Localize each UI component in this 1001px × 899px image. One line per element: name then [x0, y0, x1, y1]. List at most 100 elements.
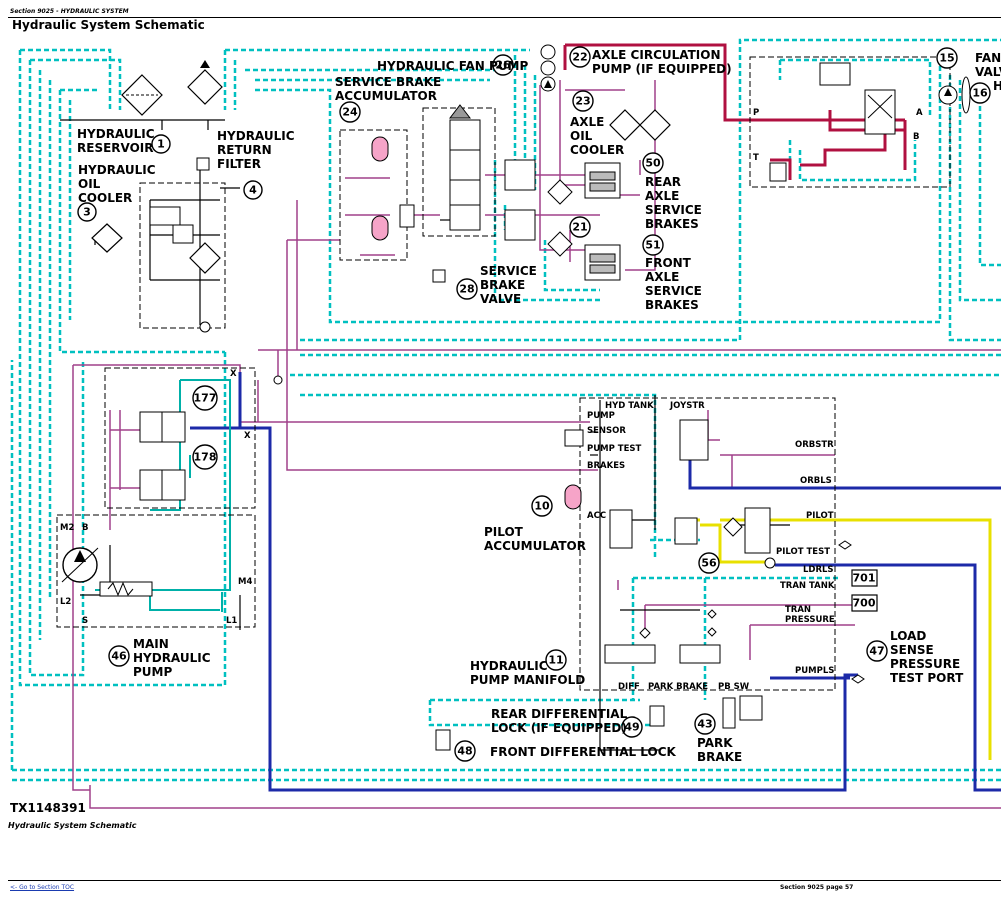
svg-text:22: 22 [572, 51, 587, 64]
component-labels: HYDRAULIC RESERVOIR HYDRAULIC RETURN FIL… [77, 48, 1001, 764]
svg-text:ACCUMULATOR: ACCUMULATOR [335, 89, 437, 103]
svg-text:700: 700 [853, 597, 876, 610]
svg-text:TRAN: TRAN [785, 605, 811, 615]
svg-text:L1: L1 [226, 616, 237, 626]
svg-text:4: 4 [249, 184, 257, 197]
callout-28: 28 [456, 278, 478, 300]
svg-text:TEST PORT: TEST PORT [890, 671, 964, 685]
callout-10: 10 [531, 495, 553, 517]
svg-text:LOCK (IF EQUIPPED): LOCK (IF EQUIPPED) [491, 721, 627, 735]
svg-text:RETURN: RETURN [217, 143, 272, 157]
page-number: Section 9025 page 57 [780, 884, 854, 891]
footer-rule [8, 880, 1001, 881]
svg-text:ACC: ACC [587, 511, 606, 521]
svg-text:RESERVOIR: RESERVOIR [77, 141, 154, 155]
svg-text:56: 56 [701, 557, 717, 570]
svg-text:AXLE: AXLE [645, 189, 679, 203]
svg-text:FRONT: FRONT [645, 256, 692, 270]
callout-177: 177 [192, 385, 218, 411]
svg-text:BRAKES: BRAKES [645, 298, 699, 312]
callout-49: 49 [621, 716, 643, 738]
callout-23: 23 [572, 90, 594, 112]
svg-text:VALVE: VALVE [480, 292, 521, 306]
svg-text:H: H [993, 79, 1001, 93]
figure-id: TX1148391 [10, 801, 86, 815]
callout-11: 11 [545, 649, 567, 671]
svg-text:SENSOR: SENSOR [587, 426, 626, 436]
svg-text:51: 51 [645, 239, 660, 252]
svg-text:PRESSURE: PRESSURE [785, 615, 835, 625]
svg-text:PUMP MANIFOLD: PUMP MANIFOLD [470, 673, 585, 687]
svg-text:HYDRAULIC: HYDRAULIC [133, 651, 211, 665]
svg-text:PUMPLS: PUMPLS [795, 666, 834, 676]
svg-text:PUMP (IF EQUIPPED): PUMP (IF EQUIPPED) [592, 62, 732, 76]
callout-15: 15 [936, 47, 958, 69]
svg-text:3: 3 [83, 206, 91, 219]
header-rule [8, 17, 1001, 18]
section-toc-link[interactable]: <- Go to Section TOC [10, 884, 75, 891]
svg-text:49: 49 [624, 721, 639, 734]
callouts: 1 3 4 10 11 15 16 21 22 23 24 26 28 43 4… [77, 46, 991, 762]
callout-43: 43 [694, 713, 716, 735]
svg-text:178: 178 [194, 451, 217, 464]
port-labels: HYD TANK PUMP SENSOR PUMP TEST BRAKES AC… [60, 108, 923, 692]
svg-text:16: 16 [972, 87, 988, 100]
callout-46: 46 [108, 645, 130, 667]
svg-text:T: T [753, 153, 759, 163]
svg-text:HYDRAULIC FAN PUMP: HYDRAULIC FAN PUMP [377, 59, 529, 73]
svg-text:BRAKE: BRAKE [480, 278, 525, 292]
svg-text:SENSE: SENSE [890, 643, 934, 657]
svg-text:DIFF: DIFF [618, 682, 640, 692]
svg-text:21: 21 [572, 221, 587, 234]
svg-text:177: 177 [194, 392, 217, 405]
svg-text:HYDRAULIC: HYDRAULIC [470, 659, 548, 673]
svg-text:ORBSTR: ORBSTR [795, 440, 834, 450]
svg-text:LDRLS: LDRLS [803, 565, 834, 575]
svg-text:ACCUMULATOR: ACCUMULATOR [484, 539, 586, 553]
svg-text:M2: M2 [60, 523, 74, 533]
svg-text:AXLE: AXLE [645, 270, 679, 284]
svg-text:BRAKES: BRAKES [645, 217, 699, 231]
svg-text:43: 43 [697, 718, 712, 731]
svg-text:PUMP TEST: PUMP TEST [587, 444, 642, 454]
svg-text:PILOT: PILOT [484, 525, 524, 539]
svg-text:11: 11 [548, 654, 563, 667]
svg-text:X: X [244, 431, 251, 441]
svg-text:X: X [230, 369, 237, 379]
svg-text:FRONT DIFFERENTIAL LOCK: FRONT DIFFERENTIAL LOCK [490, 745, 677, 759]
callout-21: 21 [569, 216, 591, 238]
page-title: Hydraulic System Schematic [12, 18, 205, 32]
svg-text:VALV: VALV [975, 65, 1001, 79]
callout-22: 22 [569, 46, 591, 68]
svg-text:JOYSTR: JOYSTR [669, 401, 705, 411]
svg-text:SERVICE: SERVICE [480, 264, 537, 278]
component-symbols [61, 44, 971, 751]
callout-1: 1 [151, 134, 171, 154]
svg-text:PARK: PARK [697, 736, 733, 750]
svg-text:OIL: OIL [570, 129, 593, 143]
svg-text:P: P [753, 108, 759, 118]
svg-text:B: B [82, 523, 88, 533]
svg-text:SERVICE: SERVICE [645, 284, 702, 298]
svg-text:701: 701 [853, 572, 876, 585]
callout-701: 701 [851, 569, 878, 587]
svg-text:46: 46 [111, 650, 127, 663]
svg-text:1: 1 [157, 138, 165, 151]
svg-text:HYDRAULIC: HYDRAULIC [217, 129, 295, 143]
callout-47: 47 [866, 640, 888, 662]
svg-text:OIL: OIL [78, 177, 101, 191]
svg-text:28: 28 [459, 283, 474, 296]
svg-text:S: S [82, 616, 88, 626]
svg-text:24: 24 [342, 106, 358, 119]
svg-text:L2: L2 [60, 597, 71, 607]
figure-caption: Hydraulic System Schematic [8, 821, 137, 830]
svg-text:TRAN TANK: TRAN TANK [780, 581, 835, 591]
section-header: Section 9025 - HYDRAULIC SYSTEM [10, 8, 129, 15]
svg-text:PRESSURE: PRESSURE [890, 657, 960, 671]
svg-text:M4: M4 [238, 577, 252, 587]
svg-text:10: 10 [534, 500, 550, 513]
callout-700: 700 [851, 594, 878, 612]
svg-text:50: 50 [645, 157, 661, 170]
svg-text:PILOT: PILOT [806, 511, 834, 521]
callout-24: 24 [339, 101, 361, 123]
